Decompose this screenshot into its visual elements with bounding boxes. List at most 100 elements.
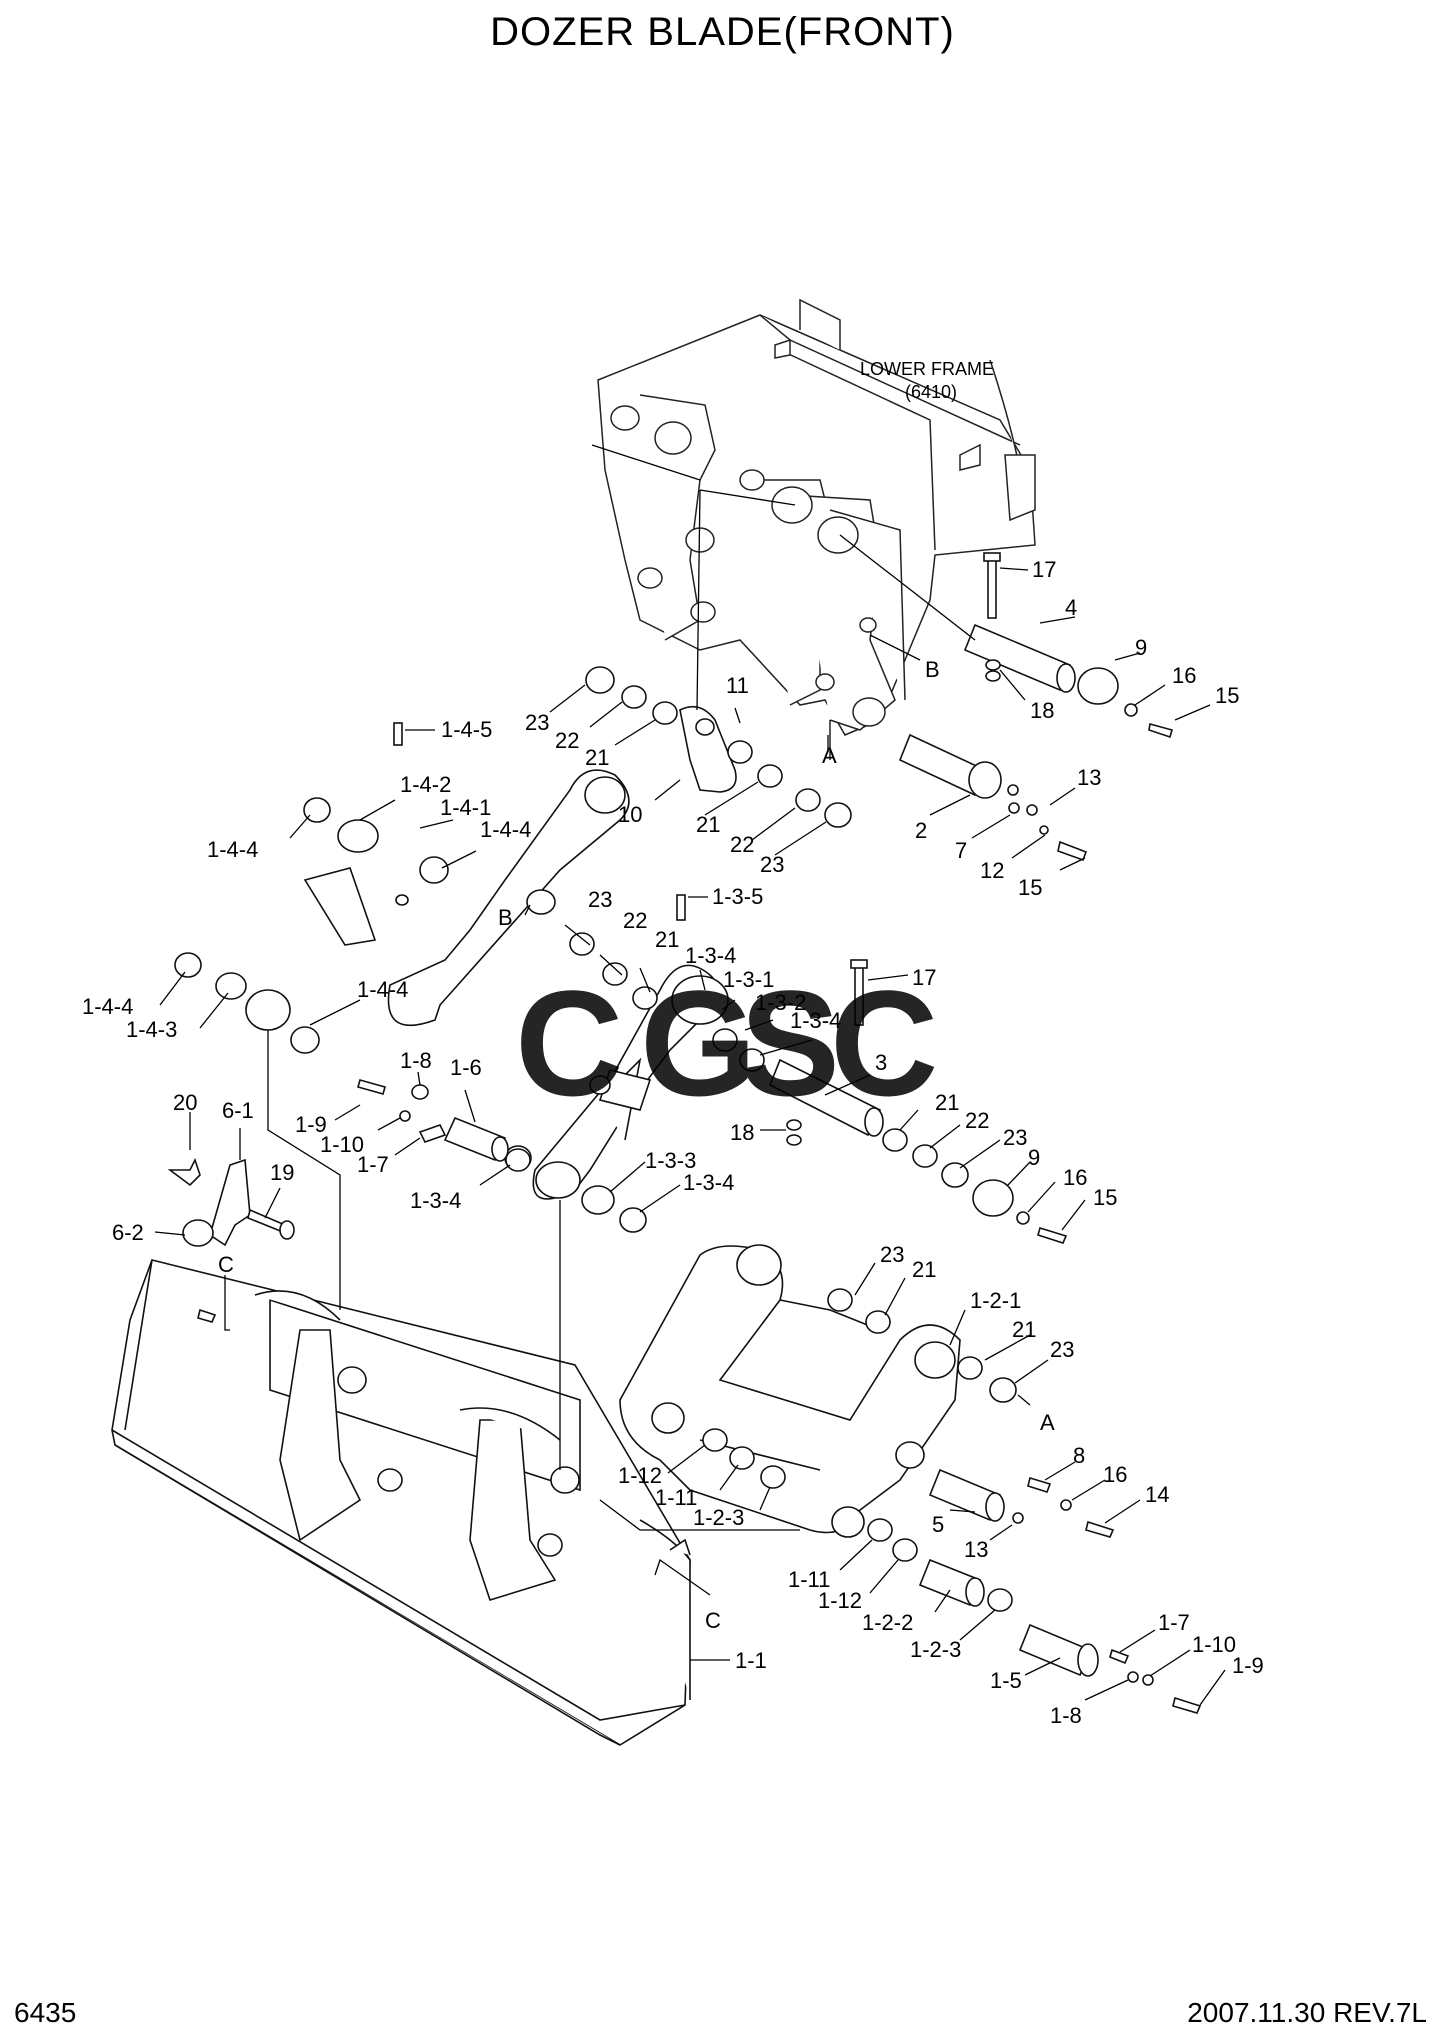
callout-label: 1-4-1 [440, 795, 491, 820]
callout-label: 1-7 [357, 1152, 389, 1177]
callout-label: 1-2-2 [862, 1610, 913, 1635]
callout-label: 23 [588, 887, 612, 912]
pin-1-2-2 [918, 1558, 985, 1607]
callout-label: 1-10 [320, 1132, 364, 1157]
callout-label: 1-9 [1232, 1653, 1264, 1678]
leader-lines [154, 567, 1226, 1706]
callout-label: 21 [912, 1257, 936, 1282]
callout-label: 1-2-3 [910, 1637, 961, 1662]
ring-22-upper [621, 685, 647, 709]
revision-date: 2007.11.30 REV.7L [1187, 1997, 1427, 2028]
callout-label: 10 [618, 802, 642, 827]
callout-label: 19 [270, 1160, 294, 1185]
callout-label: 18 [730, 1120, 754, 1145]
ring-21-upper [652, 701, 678, 725]
callout-label: 20 [173, 1090, 197, 1115]
pin-5 [928, 1468, 1115, 1538]
callout-label: B [925, 657, 940, 682]
watermark-logo: C G S C [515, 959, 938, 1127]
callout-label: 21 [655, 927, 679, 952]
callout-label: 1-3-3 [645, 1148, 696, 1173]
callout-label: 5 [932, 1512, 944, 1537]
page-code: 6435 [14, 1997, 77, 2028]
callout-label: 1-8 [400, 1048, 432, 1073]
lock-assembly-6 [167, 1157, 295, 1247]
callout-label: 1-2-3 [693, 1505, 744, 1530]
callout-label: 23 [1050, 1337, 1074, 1362]
callout-label: 11 [726, 673, 749, 698]
watermark-letter-g: G [640, 959, 757, 1127]
pin-3 [768, 959, 1068, 1244]
callout-label: 16 [1172, 663, 1196, 688]
callout-label: 23 [525, 710, 549, 735]
callout-label: 1-3-1 [723, 967, 774, 992]
callout-label: 9 [1028, 1145, 1040, 1170]
callout-label: 1-4-4 [207, 837, 258, 862]
callout-label: 1-9 [295, 1112, 327, 1137]
callout-label: 6-2 [112, 1220, 144, 1245]
callout-label: 1-4-4 [82, 994, 133, 1019]
callout-label: 1-3-4 [685, 943, 736, 968]
callout-label: 1-11 [655, 1485, 697, 1510]
lower-frame [597, 298, 1036, 736]
ring-22-lower [795, 788, 821, 812]
blade-bracket-1-2 [619, 1244, 1017, 1612]
callout-label: 1-7 [1158, 1610, 1190, 1635]
ring-23-upper [585, 666, 615, 694]
pin-4 [963, 623, 1173, 739]
callout-label: 1-4-3 [126, 1017, 177, 1042]
callout-labels: 17 4 9 16 15 B 18 13 2 7 12 15 A 11 23 2… [82, 557, 1264, 1728]
callout-label: 7 [955, 838, 967, 863]
callout-label: 1-4-2 [400, 772, 451, 797]
callout-label: 17 [1032, 557, 1056, 582]
callout-label: 17 [912, 965, 936, 990]
pin-1-6 [357, 1079, 531, 1172]
callout-label: 13 [1077, 765, 1101, 790]
callout-label: 9 [1135, 635, 1147, 660]
callout-label: 1-4-4 [480, 817, 531, 842]
callout-label: 18 [1030, 698, 1054, 723]
callout-label: C [705, 1608, 721, 1633]
callout-label: 1-5 [990, 1668, 1022, 1693]
callout-label: 16 [1063, 1165, 1087, 1190]
callout-label: 2 [915, 818, 927, 843]
callout-label: 1-8 [1050, 1703, 1082, 1728]
callout-label: 1-4-4 [357, 977, 408, 1002]
callout-label: 13 [964, 1537, 988, 1562]
bolt-17-upper [983, 552, 1001, 682]
center-arm-1-3 [504, 889, 765, 1233]
assembly-guide-lines [267, 444, 976, 1531]
callout-label: 22 [555, 728, 579, 753]
callout-label: 1-3-2 [755, 990, 806, 1015]
watermark-letter-c2: C [830, 959, 938, 1127]
watermark-letter-s: S [740, 959, 840, 1127]
page-title: DOZER BLADE(FRONT) [490, 10, 955, 54]
callout-label: C [218, 1252, 234, 1277]
callout-label: 16 [1103, 1462, 1127, 1487]
callout-label: 1-3-4 [683, 1170, 734, 1195]
callout-label: 1-10 [1192, 1632, 1236, 1657]
callout-label: 12 [980, 858, 1004, 883]
dozer-blade-1-1 [111, 1259, 691, 1746]
callout-label: 1-6 [450, 1055, 482, 1080]
ring-23-lower [824, 802, 852, 828]
upper-link-bracket-10 [679, 705, 746, 793]
frame-note-line2: (6410) [905, 382, 957, 402]
callout-label: 22 [730, 832, 754, 857]
callout-label: 22 [623, 908, 647, 933]
callout-label: 21 [935, 1090, 959, 1115]
callout-label: 21 [1012, 1317, 1036, 1342]
ring-21-lower [757, 764, 783, 788]
callout-label: 21 [696, 812, 720, 837]
callout-label: 21 [585, 745, 609, 770]
callout-label: 15 [1215, 683, 1239, 708]
callout-label: 4 [1065, 595, 1077, 620]
callout-label: 1-3-4 [410, 1188, 461, 1213]
callout-label: 22 [965, 1108, 989, 1133]
callout-label: 1-12 [618, 1463, 662, 1488]
bushing-11 [727, 740, 753, 764]
callout-label: B [498, 905, 513, 930]
callout-label: 1-11 [788, 1567, 830, 1592]
callout-label: 1-12 [818, 1588, 862, 1613]
